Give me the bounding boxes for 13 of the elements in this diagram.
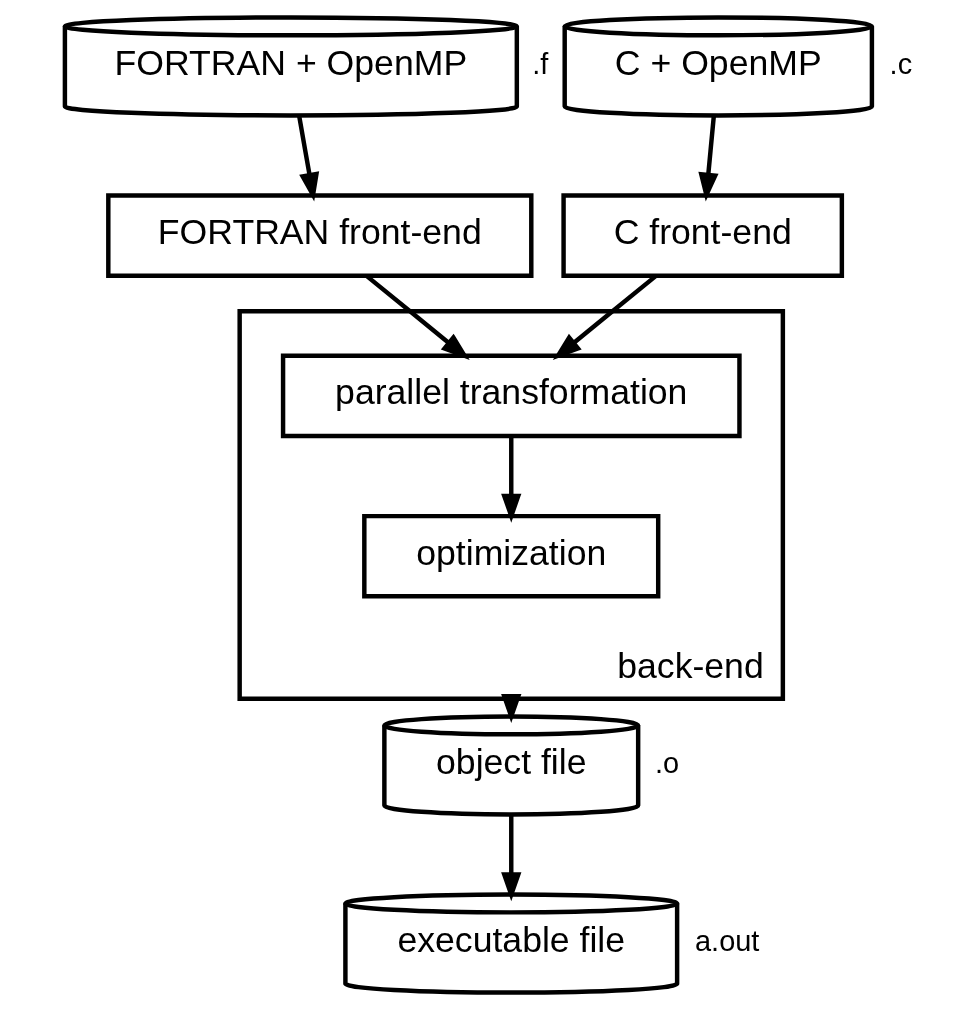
node-box: C front-end xyxy=(561,193,845,278)
node-label: .c xyxy=(889,48,913,80)
node-label: .f xyxy=(532,48,549,80)
node-box: parallel transformation xyxy=(280,353,742,439)
node-box: FORTRAN front-end xyxy=(106,193,534,278)
arrow xyxy=(698,115,719,202)
arrow xyxy=(501,815,522,902)
arrow xyxy=(501,694,522,723)
arrow xyxy=(296,115,320,202)
node-box: optimization xyxy=(362,513,661,599)
node-label: a.out xyxy=(695,925,760,958)
arrow xyxy=(501,436,522,523)
node-label: .o xyxy=(655,747,680,780)
